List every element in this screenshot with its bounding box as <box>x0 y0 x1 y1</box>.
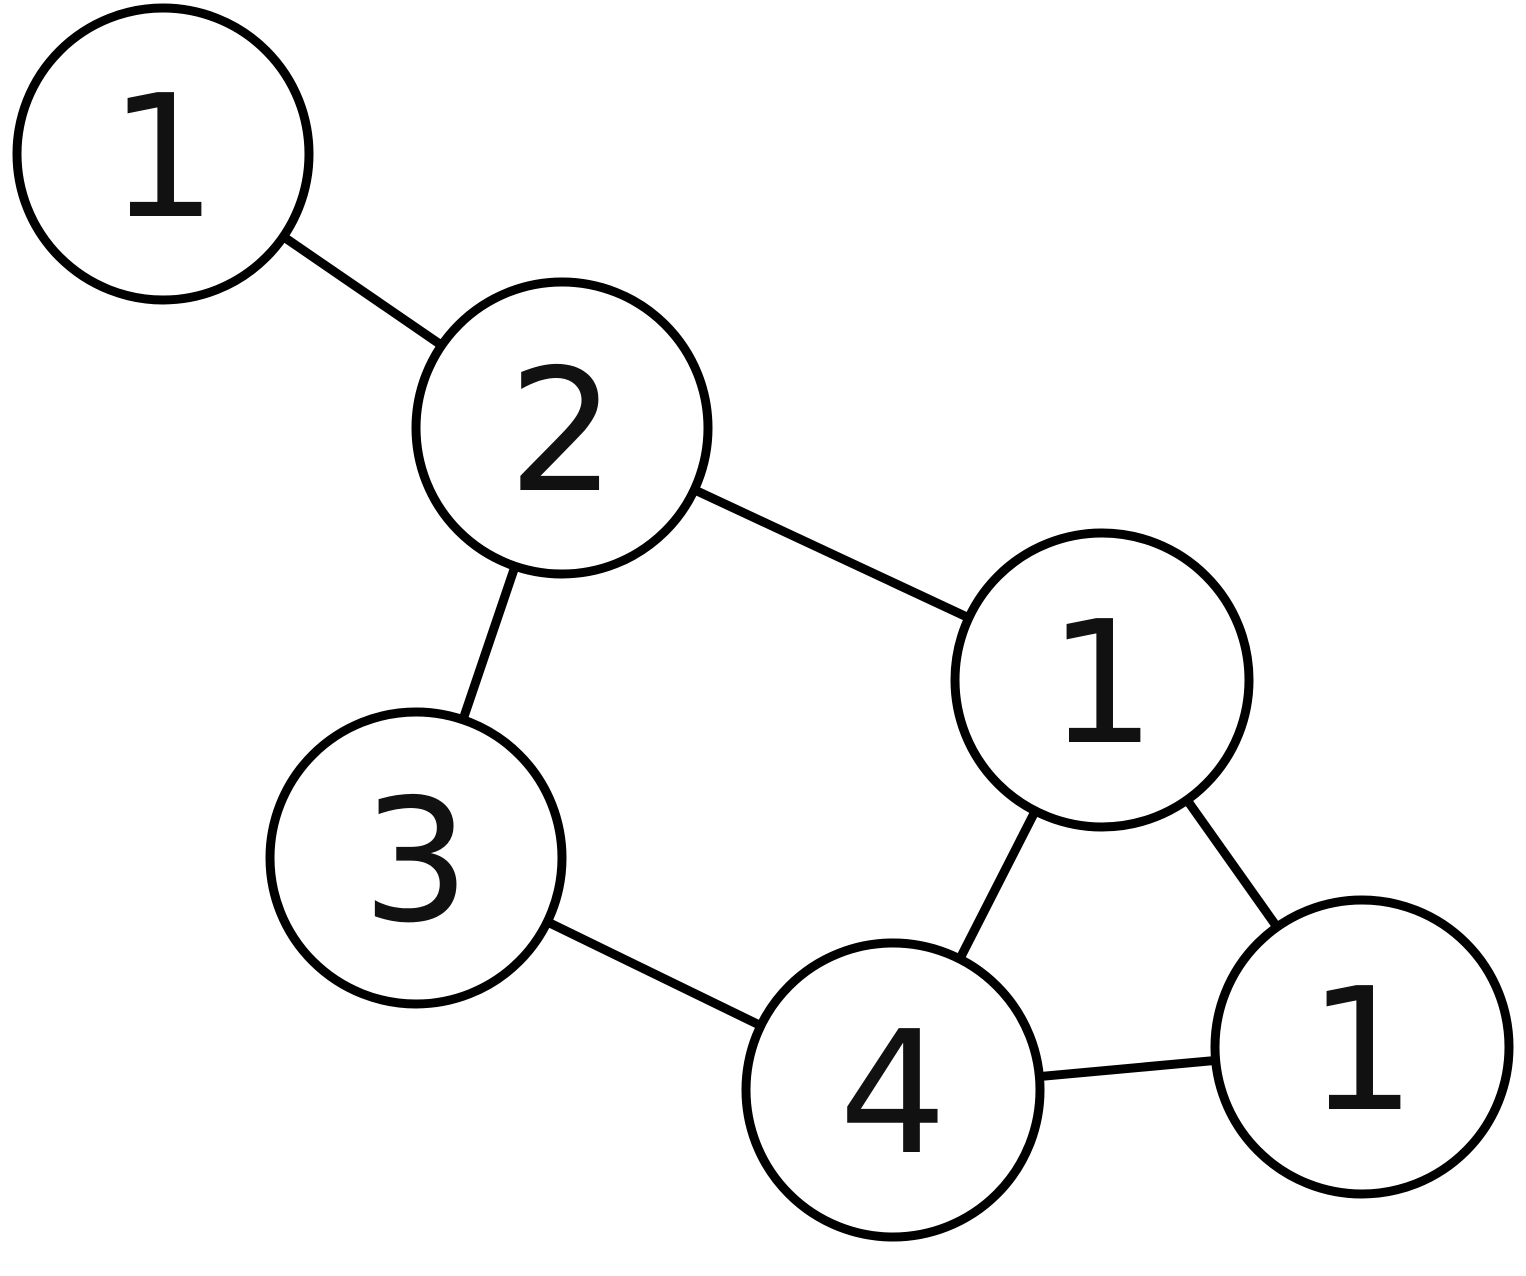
graph-node-label: 1 <box>109 59 217 257</box>
graph-node[interactable]: 2 <box>411 277 713 579</box>
graph-node-label: 3 <box>362 763 470 961</box>
graph-edge <box>686 483 977 625</box>
graph-node-label: 1 <box>1308 952 1416 1150</box>
graph-node-label: 4 <box>839 995 947 1193</box>
graph-node-circle[interactable] <box>12 3 314 305</box>
graph-node[interactable]: 4 <box>741 938 1045 1242</box>
graph-node-label: 2 <box>508 333 616 531</box>
graph-node-circle[interactable] <box>1210 895 1514 1199</box>
graph-node[interactable]: 3 <box>265 707 567 1009</box>
edges-layer <box>275 229 1284 1082</box>
graph-node[interactable]: 1 <box>1210 895 1514 1199</box>
graph-edge <box>1030 1055 1225 1082</box>
graph-node-circle[interactable] <box>265 707 567 1009</box>
graph-edge <box>457 557 521 729</box>
graph-node-circle[interactable] <box>411 277 713 579</box>
graph-node-label: 1 <box>1048 585 1156 783</box>
graph-edge <box>539 915 769 1032</box>
graph-edge <box>1180 792 1284 935</box>
graph-node[interactable]: 1 <box>12 3 314 305</box>
graph-edge <box>953 802 1042 968</box>
graph-edge <box>275 229 450 353</box>
nodes-layer: 1 2 3 1 4 1 <box>12 3 1514 1242</box>
graph-node-circle[interactable] <box>950 528 1254 832</box>
graph-node[interactable]: 1 <box>950 528 1254 832</box>
graph-node-circle[interactable] <box>741 938 1045 1242</box>
